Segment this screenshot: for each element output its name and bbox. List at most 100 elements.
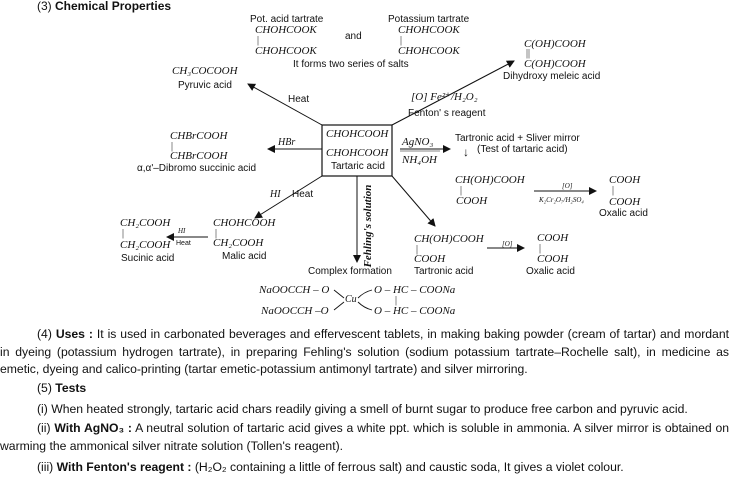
dihydroxy-name: Dihydroxy meleic acid	[503, 71, 601, 82]
hbr-reagent: HBr	[278, 137, 296, 148]
test-ii-text: A neutral solution of tartaric acid give…	[0, 421, 729, 453]
succinic-bond: |	[122, 228, 125, 239]
tartronic2-oxidant: [O]	[502, 240, 513, 248]
tartronic2-bond: |	[416, 244, 419, 255]
oxalic2-name: Oxalic acid	[526, 266, 575, 277]
tartronic2-line2: COOH	[414, 253, 446, 265]
test-i: (i) When heated strongly, tartaric acid …	[0, 401, 729, 419]
tartronic-bond: |	[460, 185, 463, 196]
pot-acid-tartrate-line2: CHOHCOOK	[255, 45, 317, 57]
test-i-text: (i) When heated strongly, tartaric acid …	[37, 402, 688, 416]
oxalic1-line2: COOH	[609, 196, 641, 208]
arrow-to-tartronic-2	[391, 175, 436, 227]
test-iii: (iii) With Fenton's reagent : (H₂O₂ cont…	[0, 459, 729, 477]
cu-bond-bottom-left	[333, 301, 345, 311]
succinic-line1: CH₂COOH	[120, 217, 171, 229]
agno3-line1: AgNO₃	[402, 136, 434, 148]
succinic-line2: CH₂COOH	[120, 239, 171, 251]
potassium-tartrate-line1: CHOHCOOK	[398, 24, 460, 36]
oxidant-bottom: K₂Cr₂O₇/H₂SO₄	[539, 196, 584, 204]
complex-left1: NaOOCCH – O	[259, 284, 330, 296]
pot-acid-tartrate-label: Pot. acid tartrate	[250, 14, 324, 25]
complex-left2: NaOOCCH –O	[261, 305, 329, 317]
complex-right-bond: |	[395, 295, 398, 306]
dibromo-line2: CHBrCOOH	[170, 150, 228, 162]
two-series-label: It forms two series of salts	[293, 59, 409, 70]
tartronic2-line1: CH(OH)COOH	[414, 233, 484, 245]
arrow-to-dihydroxy	[391, 60, 515, 126]
uses-paragraph: (4) Uses : It is used in carbonated beve…	[0, 326, 729, 379]
malic-name: Malic acid	[222, 251, 267, 262]
tartronic2-name: Tartronic acid	[414, 266, 474, 277]
test-iii-bold: With Fenton's reagent :	[56, 460, 192, 474]
tartaric-line1: CHOHCOOH	[326, 128, 389, 140]
dihydroxy-bond: ||	[526, 48, 531, 59]
pyruvic-formula: CH₃COCOOH	[172, 65, 238, 77]
oxalic1-line1: COOH	[609, 174, 641, 186]
tests-bold: Tests	[55, 381, 87, 395]
cu-bond-top-left	[333, 289, 345, 299]
tartronic-test: (Test of tartaric acid)	[477, 144, 568, 155]
succinic-arrow-heat: Heat	[176, 240, 191, 247]
fenton-reagent: [O] Fe²⁺/H₂O₂	[411, 91, 478, 103]
malic-line2: CH₂COOH	[213, 237, 264, 249]
uses-bold: Uses :	[55, 327, 93, 341]
malic-reagent-heat: Heat	[292, 189, 314, 200]
tartaric-line2: CHOHCOOH	[326, 147, 389, 159]
fehling-solution-label: Fehling's solution	[358, 180, 378, 272]
cu-bond-bottom-right	[357, 301, 373, 311]
tartaric-name: Tartaric acid	[331, 161, 385, 172]
tests-heading: (5) Tests	[0, 380, 729, 398]
succinic-name: Sucinic acid	[121, 253, 175, 264]
heading-title: Chemical Properties	[55, 0, 172, 13]
malic-line1: CHOHCOOH	[213, 217, 276, 229]
complex-label: Complex formation	[308, 266, 392, 277]
oxalic1-bond: |	[612, 185, 615, 196]
arrow-to-pyruvic	[247, 83, 323, 126]
test-ii-label: (ii)	[37, 421, 55, 435]
tartronic-line2: COOH	[456, 195, 488, 207]
pot-acid-tartrate-line1: CHOHCOOK	[255, 24, 317, 36]
and-label: and	[345, 31, 362, 42]
succinic-arrow-hi: HI	[178, 227, 186, 235]
pot-acid-tartrate-bond: |	[257, 35, 260, 46]
complex-cu: Cu	[345, 294, 357, 305]
test-ii-bold: With AgNO₃ :	[54, 421, 132, 435]
uses-label: (4)	[37, 327, 56, 341]
section-heading: (3) Chemical Properties	[37, 0, 171, 12]
complex-right1: O – HC – COONa	[374, 284, 456, 296]
oxidant-top: [O]	[562, 182, 573, 190]
potassium-tartrate-label: Potassium tartrate	[388, 14, 470, 25]
dibromo-line1: CHBrCOOH	[170, 130, 228, 142]
tests-label: (5)	[37, 381, 56, 395]
dibromo-name: α,α'–Dibromo succinic acid	[137, 163, 257, 174]
pyruvic-name: Pyruvic acid	[178, 80, 232, 91]
dibromo-bond: |	[171, 141, 174, 152]
potassium-tartrate-bond: |	[400, 35, 403, 46]
fenton-name: Fenton' s reagent	[408, 108, 486, 119]
potassium-tartrate-line2: CHOHCOOK	[398, 45, 460, 57]
agno3-line2: NH₄OH	[402, 154, 437, 166]
dihydroxy-line1: C(OH)COOH	[524, 38, 586, 50]
oxalic2-line2: COOH	[537, 253, 569, 265]
uses-text: It is used in carbonated beverages and e…	[0, 327, 729, 376]
test-iii-label: (iii)	[37, 460, 57, 474]
heading-number: (3)	[37, 0, 55, 13]
oxalic2-line1: COOH	[537, 232, 569, 244]
tartronic-result: Tartronic acid + Sliver mirror	[455, 133, 580, 144]
oxalic1-name: Oxalic acid	[599, 208, 648, 219]
pyruvic-reagent: Heat	[288, 94, 310, 105]
malic-reagent-hi: HI	[270, 189, 281, 200]
fehling-solution-text: Fehling's solution	[362, 184, 374, 268]
tartronic-line1: CH(OH)COOH	[455, 174, 525, 186]
arrow-to-malic	[254, 175, 323, 219]
oxalic2-bond: |	[539, 243, 542, 254]
malic-bond: |	[215, 228, 218, 239]
test-ii: (ii) With AgNO₃ : A neutral solution of …	[0, 420, 729, 455]
cu-bond-top-right	[357, 289, 373, 299]
dihydroxy-line2: C(OH)COOH	[524, 58, 586, 70]
test-iii-text: (H₂O₂ containing a little of ferrous sal…	[191, 460, 624, 474]
complex-right2: O – HC – COONa	[374, 305, 456, 317]
tartronic-down-arrow: ↓	[463, 145, 469, 159]
